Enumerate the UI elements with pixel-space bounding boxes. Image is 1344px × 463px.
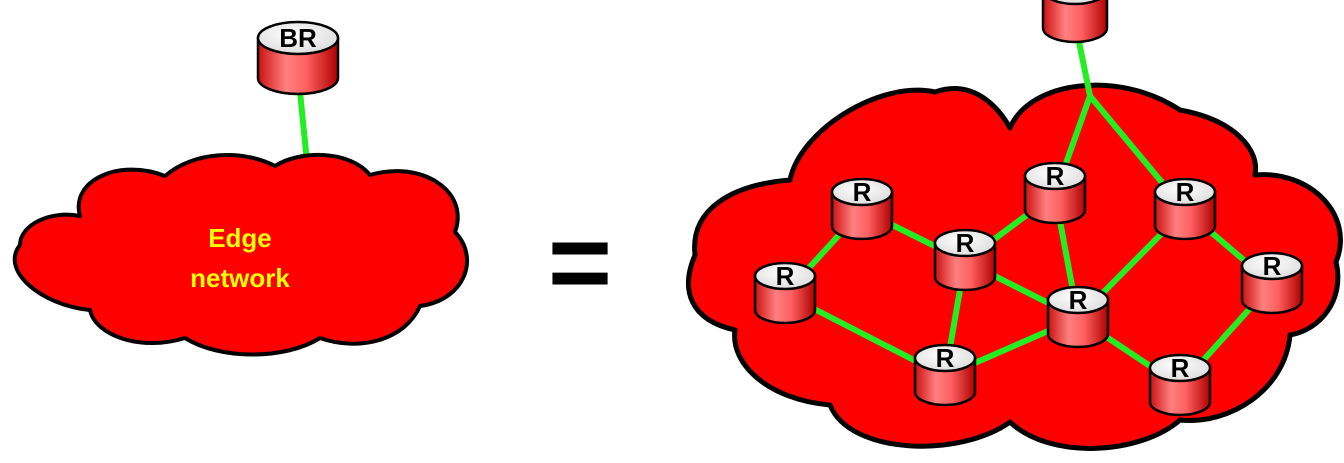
router-r8-label: R bbox=[1263, 251, 1282, 281]
router-r9-label: R bbox=[1171, 353, 1190, 383]
router-r5-label: R bbox=[776, 261, 795, 291]
router-r6-label: R bbox=[936, 343, 955, 373]
border-router-left: BR bbox=[256, 20, 340, 96]
border-router-right bbox=[1041, 0, 1109, 44]
router-r4-label: R bbox=[1176, 177, 1195, 207]
equals-sign: = bbox=[548, 201, 612, 324]
router-r6: R bbox=[913, 343, 977, 407]
router-r9: R bbox=[1148, 353, 1212, 417]
router-r4: R bbox=[1153, 177, 1217, 241]
router-r8: R bbox=[1240, 251, 1304, 315]
router-r7-label: R bbox=[1069, 285, 1088, 315]
left-uplink bbox=[297, 91, 310, 163]
cloud-label-line2: network bbox=[190, 263, 290, 293]
edge-network-cloud bbox=[12, 152, 470, 357]
router-r3-label: R bbox=[1046, 161, 1065, 191]
border-router-label: BR bbox=[279, 23, 317, 53]
router-r7: R bbox=[1046, 285, 1110, 349]
router-r3: R bbox=[1023, 161, 1087, 225]
router-r5: R bbox=[753, 261, 817, 325]
routers-layer: R R R R R R R R R bbox=[753, 0, 1304, 417]
router-r2: R bbox=[933, 228, 997, 292]
cloud-label-line1: Edge bbox=[208, 223, 272, 253]
router-r1: R bbox=[830, 177, 894, 241]
router-r1-label: R bbox=[853, 177, 872, 207]
router-r2-label: R bbox=[956, 228, 975, 258]
